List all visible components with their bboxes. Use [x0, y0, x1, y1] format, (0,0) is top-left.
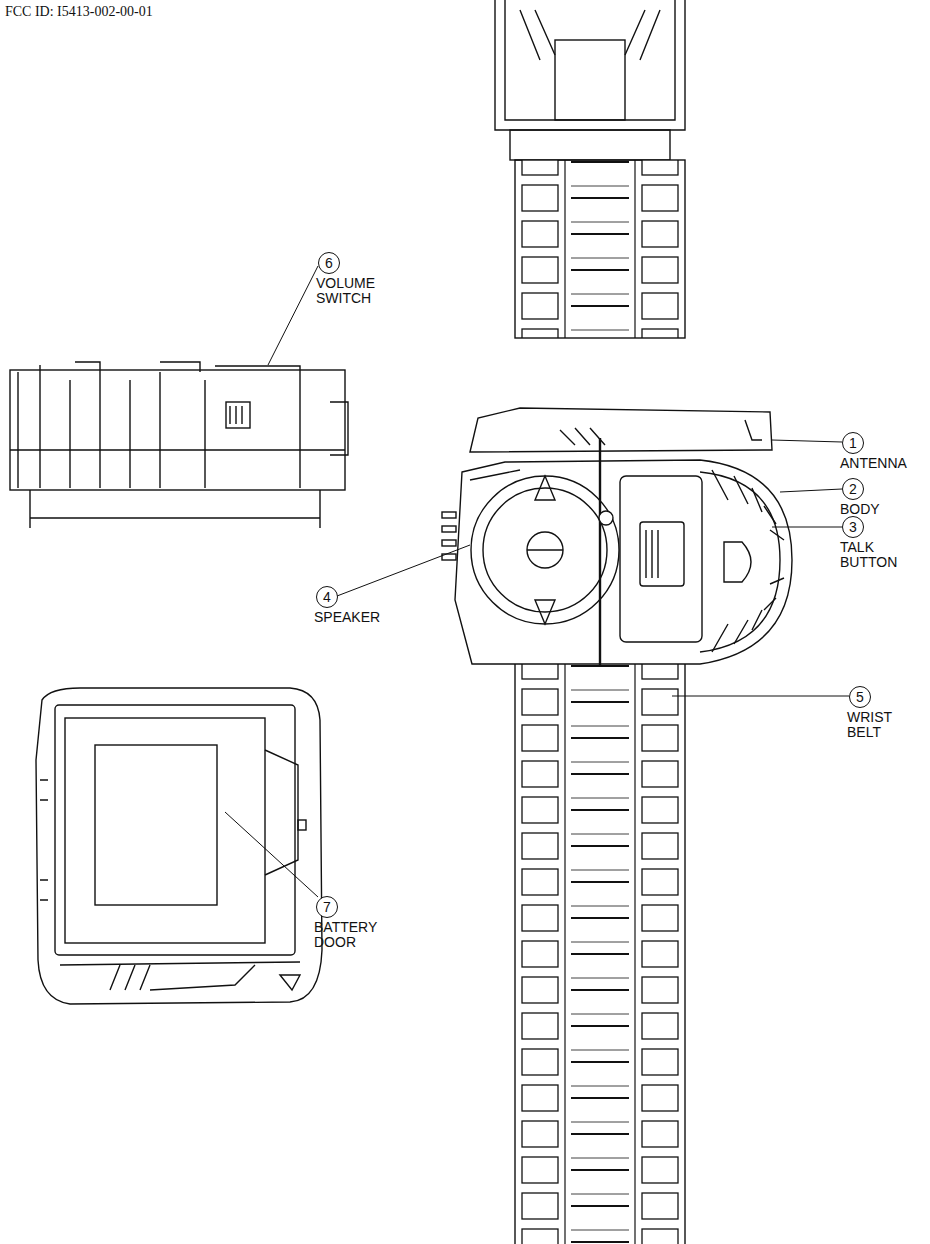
callout: 7BATTERY DOOR: [306, 896, 377, 950]
part-name: BATTERY DOOR: [314, 920, 377, 950]
part-name: ANTENNA: [840, 456, 907, 471]
fcc-id: FCC ID: I5413-002-00-01: [5, 4, 153, 20]
callout-number: 2: [842, 478, 864, 500]
callout: 6VOLUME SWITCH: [308, 252, 375, 306]
callout-number: 1: [842, 432, 864, 454]
part-name: VOLUME SWITCH: [316, 276, 375, 306]
callout: 5WRIST BELT: [839, 686, 892, 740]
callout: 4SPEAKER: [306, 586, 380, 625]
callout-number: 5: [849, 686, 871, 708]
part-name: BODY: [840, 502, 880, 517]
callout-number: 6: [318, 252, 340, 274]
callout-number: 4: [316, 586, 338, 608]
part-name: TALK BUTTON: [840, 540, 897, 570]
part-name: SPEAKER: [314, 610, 380, 625]
callout: 1ANTENNA: [832, 432, 907, 471]
callout-number: 7: [316, 896, 338, 918]
callout: 2BODY: [832, 478, 880, 517]
callout: 3TALK BUTTON: [832, 516, 897, 570]
part-name: WRIST BELT: [847, 710, 892, 740]
callout-number: 3: [842, 516, 864, 538]
